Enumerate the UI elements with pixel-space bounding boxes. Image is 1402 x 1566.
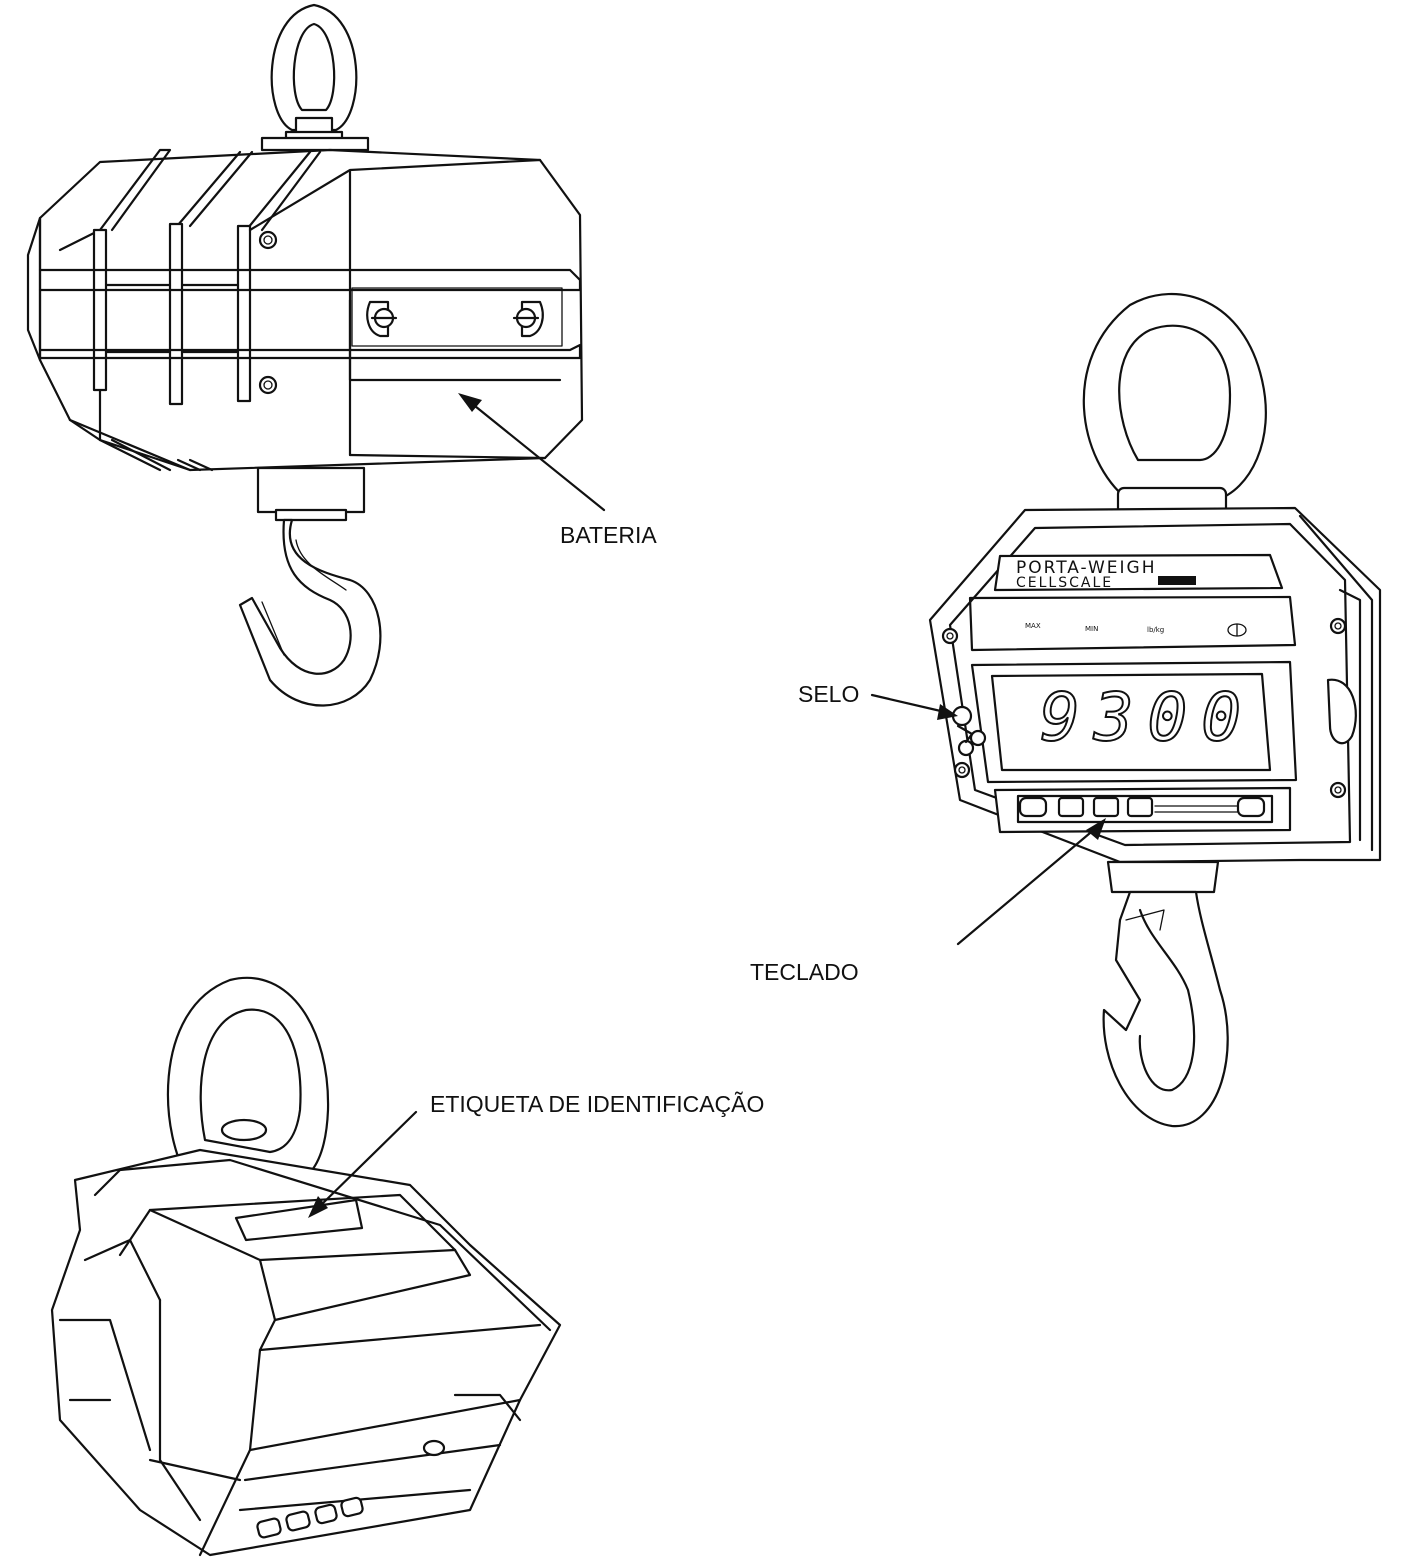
display-value: 9300 (1040, 679, 1255, 756)
scale-front-view: PORTA-WEIGH CELLSCALE MAX MIN lb/kg 9300 (928, 292, 1382, 1128)
front-shackle (1082, 292, 1267, 516)
indicator-unit: lb/kg (1147, 626, 1164, 634)
bateria-callout: BATERIA (458, 393, 657, 548)
side-shackle (260, 3, 370, 152)
teclado-callout: TECLADO (750, 818, 1106, 985)
etiqueta-label: ETIQUETA DE IDENTIFICAÇÃO (430, 1091, 764, 1117)
etiqueta-callout: ETIQUETA DE IDENTIFICAÇÃO (308, 1091, 764, 1218)
front-body: PORTA-WEIGH CELLSCALE MAX MIN lb/kg 9300 (928, 506, 1382, 864)
top-body (50, 1148, 562, 1557)
teclado-label: TECLADO (750, 959, 859, 985)
indicator-max: MAX (1025, 622, 1041, 630)
indicator-min: MIN (1085, 625, 1098, 633)
bateria-label: BATERIA (560, 522, 657, 548)
front-hook (1102, 860, 1229, 1128)
scale-top-view (50, 976, 562, 1557)
top-shackle (166, 976, 330, 1187)
selo-callout: SELO (798, 681, 958, 720)
side-body (26, 148, 584, 472)
selo-label: SELO (798, 681, 859, 707)
brand-line2: CELLSCALE (1016, 575, 1113, 591)
side-hook (238, 466, 382, 707)
scale-side-view (26, 3, 584, 707)
brand-line1: PORTA-WEIGH (1016, 558, 1157, 578)
